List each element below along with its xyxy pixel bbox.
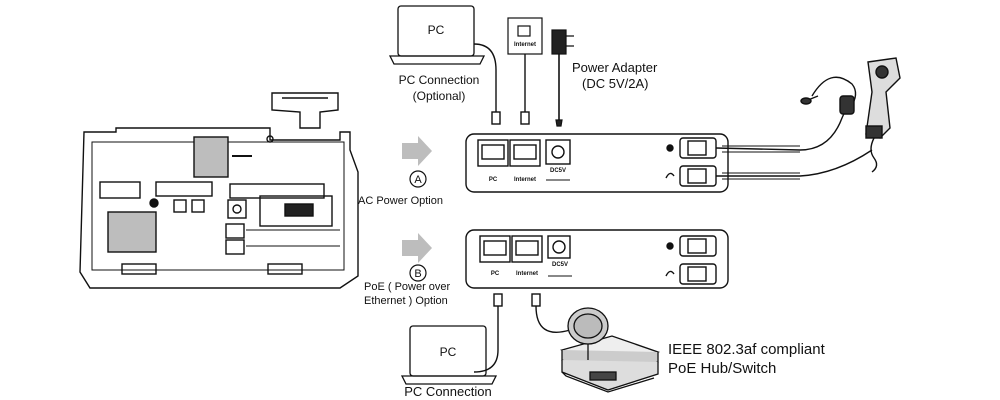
pc-connection-optional-label: PC Connection	[399, 73, 480, 87]
option-a-marker: A	[409, 170, 427, 188]
arrow-right-icon	[402, 233, 432, 263]
port-pc-label: PC	[491, 271, 500, 277]
port-internet-label: Internet	[514, 177, 536, 183]
pc-laptop-bottom: PC	[400, 325, 498, 385]
pc-label: PC	[440, 345, 457, 359]
port-panel-poe	[465, 229, 729, 289]
svg-text:A: A	[414, 174, 422, 186]
internet-wall-jack: Internet	[507, 17, 543, 55]
bottom-cables	[473, 293, 571, 373]
power-adapter-label: Power Adapter	[572, 60, 658, 75]
pc-label: PC	[428, 23, 445, 37]
port-dc5v-label: DC5V	[552, 262, 568, 268]
pc-connection-label: PC Connection	[404, 384, 491, 399]
phone-back-view	[79, 92, 359, 289]
poe-switch-sublabel: PoE Hub/Switch	[668, 360, 776, 377]
pc-connection-optional-sublabel: (Optional)	[413, 89, 466, 103]
handset-icon	[865, 57, 901, 173]
svg-text:B: B	[414, 268, 421, 280]
arrow-right-icon	[402, 136, 432, 166]
power-adapter	[551, 29, 574, 127]
top-cables	[473, 43, 530, 125]
port-panel-ac	[465, 133, 729, 193]
headset-icon	[800, 76, 857, 115]
port-dc5v-label: DC5V	[550, 168, 566, 174]
option-a-label: AC Power Option	[358, 195, 443, 207]
headset-handset-cords	[715, 99, 873, 180]
option-b-marker: B	[409, 264, 427, 282]
option-b-label-line1: PoE ( Power over	[364, 281, 451, 293]
poe-switch-label: IEEE 802.3af compliant	[668, 341, 826, 358]
port-pc-label: PC	[489, 177, 498, 183]
internet-jack-label: Internet	[514, 42, 536, 48]
port-internet-label: Internet	[516, 271, 538, 277]
poe-switch-icon	[559, 307, 661, 393]
pc-laptop-top: PC	[388, 5, 486, 65]
power-adapter-sublabel: (DC 5V/2A)	[582, 76, 648, 91]
option-b-label-line2: Ethernet ) Option	[364, 295, 448, 307]
